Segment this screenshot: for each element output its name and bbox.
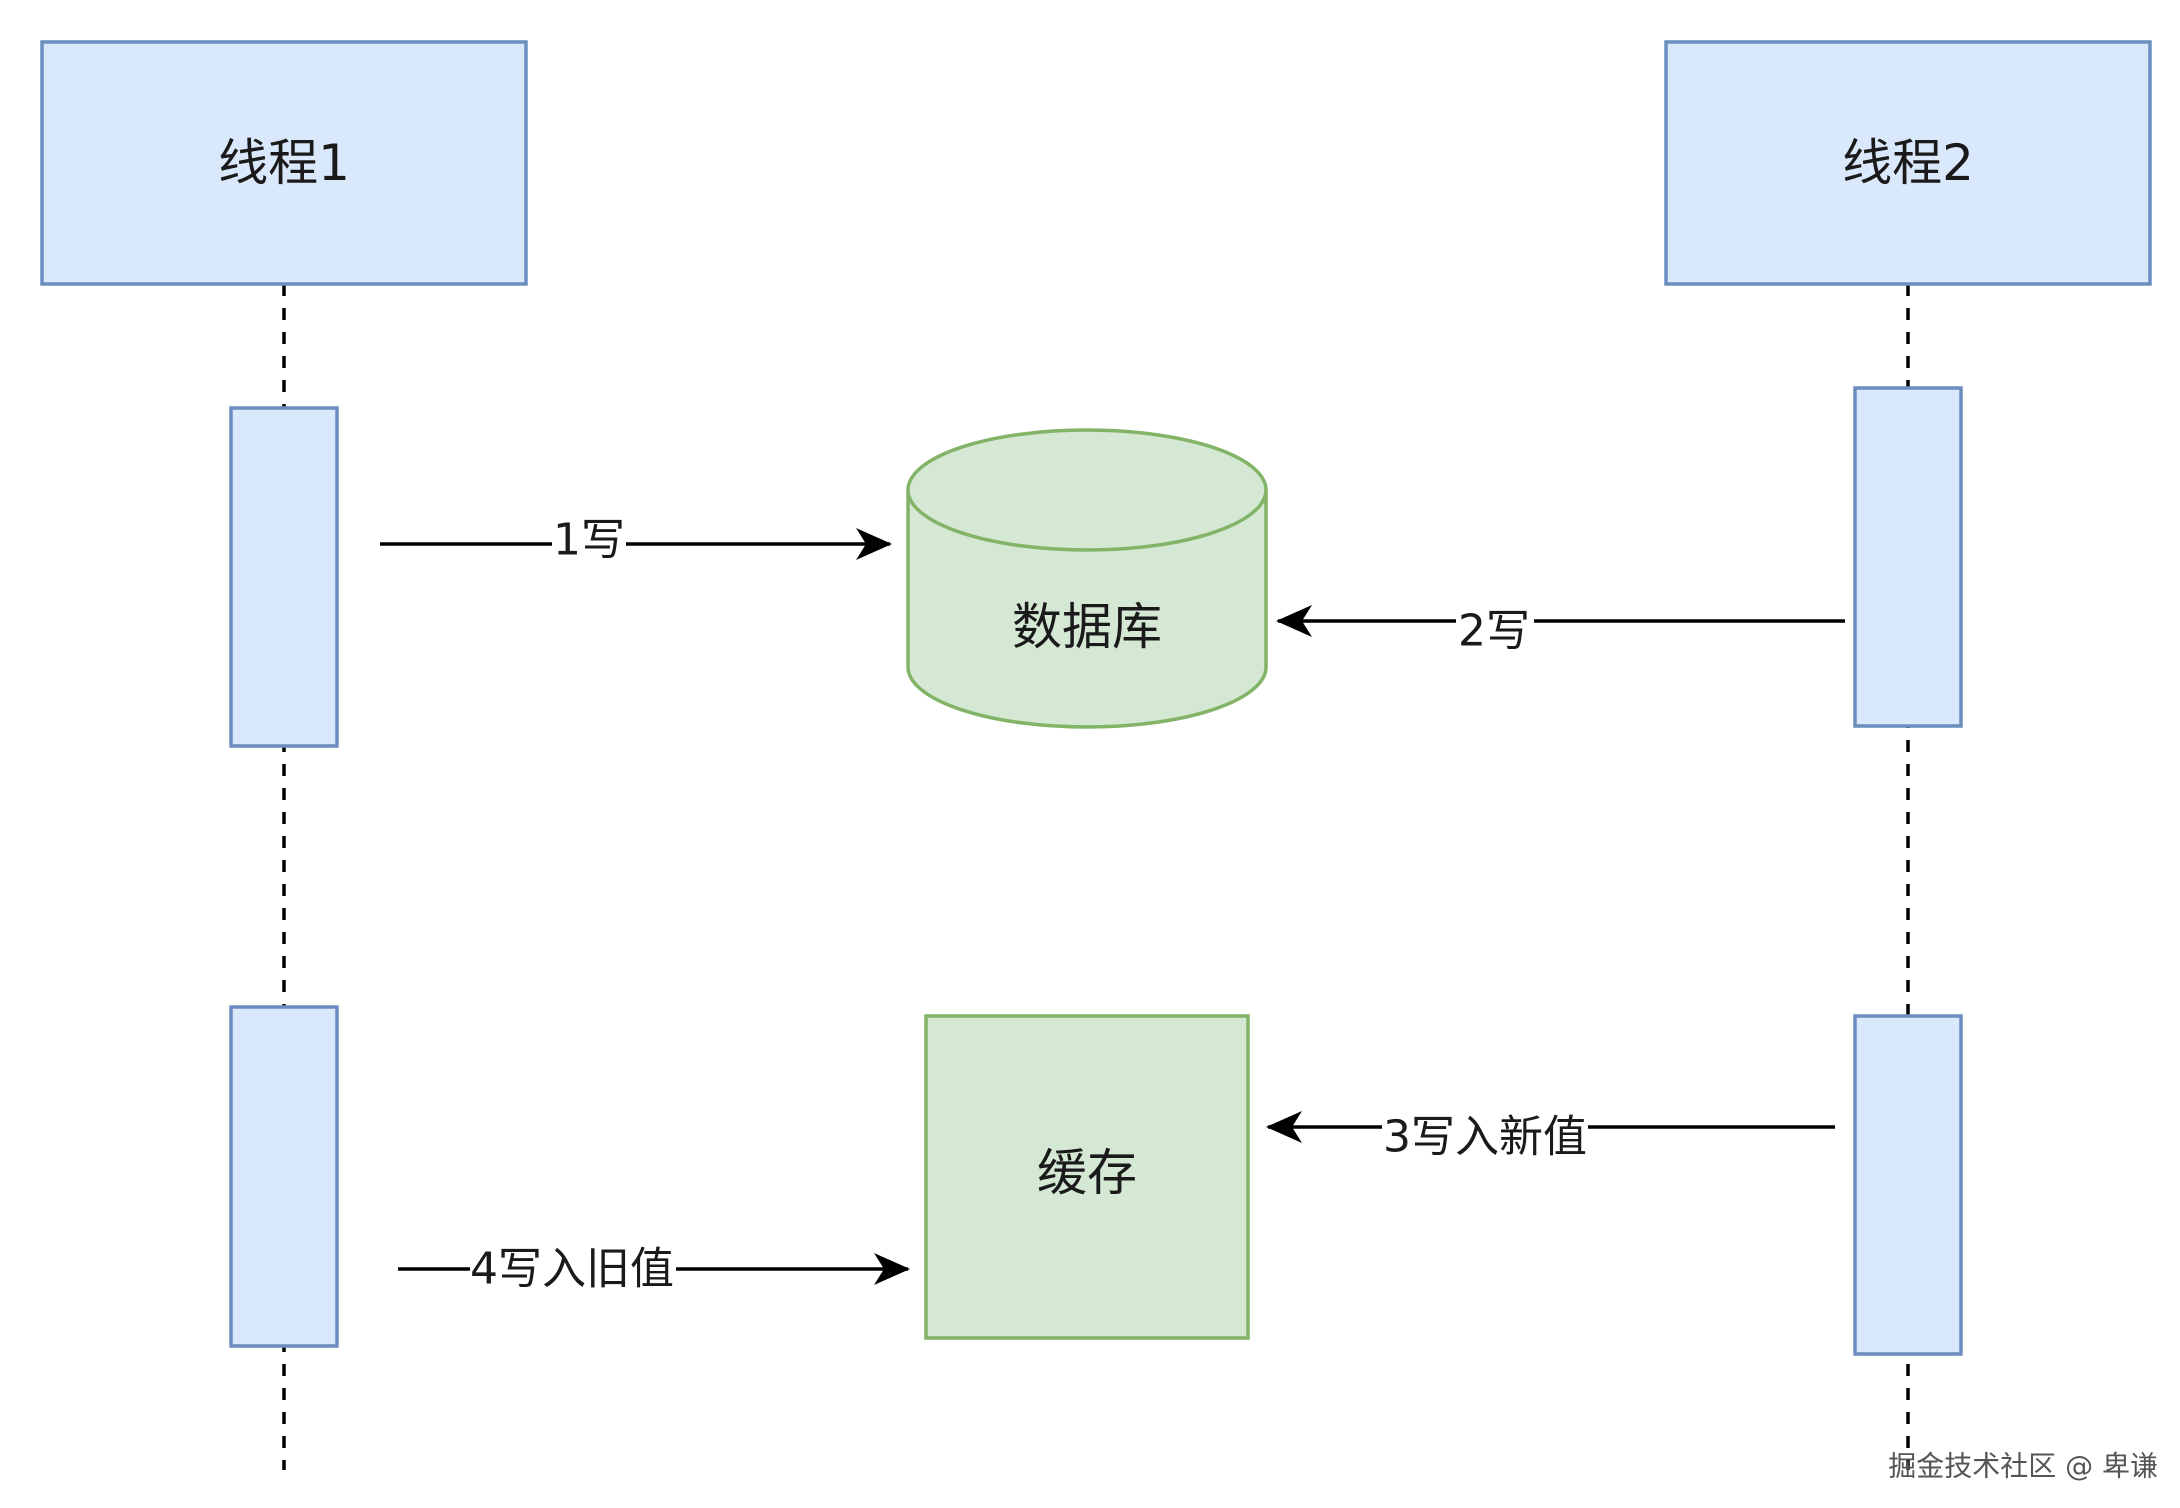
thread1-actor: 线程1	[40, 40, 528, 286]
thread2-label: 线程2	[1842, 134, 1974, 192]
edge-step2: 2写	[1276, 600, 1845, 658]
thread2-activation-bottom	[1853, 1014, 1963, 1356]
thread2-actor: 线程2	[1664, 40, 2152, 286]
database-label: 数据库	[1012, 598, 1162, 656]
thread2-box	[1664, 40, 2152, 286]
edge-step4-label-bg	[470, 1240, 676, 1298]
edge-step2-label: 2写	[1458, 606, 1530, 657]
database-node: 数据库	[906, 428, 1268, 729]
database-cylinder-body	[906, 490, 1268, 729]
database-cylinder-top	[906, 428, 1268, 552]
edge-step2-label-bg	[1456, 600, 1534, 658]
thread2-activation-top	[1853, 386, 1963, 728]
thread1-box	[40, 40, 528, 286]
edge-step1-label-bg	[552, 514, 626, 572]
edge-step1: 1写	[380, 514, 892, 572]
edge-step4: 4写入旧值	[398, 1240, 910, 1298]
edge-step3: 3写入新值	[1266, 1104, 1835, 1163]
thread1-activation-top	[229, 406, 339, 748]
edge-step3-label-bg	[1382, 1104, 1588, 1162]
cache-label: 缓存	[1037, 1144, 1137, 1202]
thread1-label: 线程1	[218, 134, 350, 192]
edge-step3-label: 3写入新值	[1383, 1112, 1587, 1163]
cache-box	[924, 1014, 1250, 1340]
watermark-text: 掘金技术社区 @ 卑谦	[1888, 1450, 2158, 1483]
thread1-activation-bottom	[229, 1005, 339, 1348]
cache-node: 缓存	[924, 1014, 1250, 1340]
edge-step4-label: 4写入旧值	[470, 1244, 674, 1295]
edge-step1-label: 1写	[553, 515, 625, 566]
